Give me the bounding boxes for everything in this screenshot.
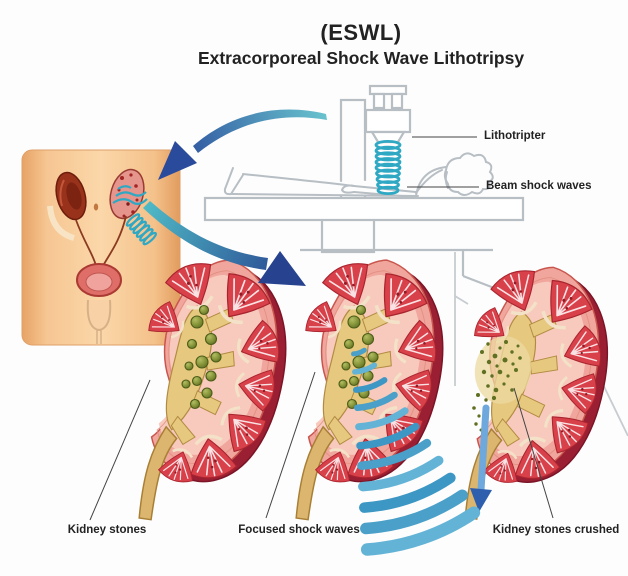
label-focused-shock-waves: Focused shock waves (238, 524, 360, 536)
arrow-table-to-torso-icon (158, 109, 327, 180)
page-subtitle: Extracorporeal Shock Wave Lithotripsy (197, 48, 525, 68)
page-title: (ESWL) (320, 20, 402, 45)
lithotripter-device (364, 84, 412, 144)
label-kidney-stones-crushed: Kidney stones crushed (492, 524, 620, 536)
arrow-torso-to-kidney-icon (143, 201, 306, 286)
torso-illustration (21, 149, 181, 346)
torso-right-kidney (47, 171, 87, 241)
label-beam-shock-waves: Beam shock waves (486, 180, 592, 192)
torso-left-kidney (109, 168, 145, 220)
navel (93, 203, 99, 211)
callout-leader-lines (407, 136, 479, 188)
kidney-stage-3-illustration (445, 257, 620, 534)
focused-shock-waves-fan (351, 347, 481, 556)
fragments-passing-arrow-icon (470, 404, 492, 512)
torso-shockwave-coil (112, 185, 157, 246)
treatment-table (203, 98, 525, 300)
stage-leader-lines (89, 371, 554, 521)
beam-shock-waves-coil (374, 139, 402, 195)
torso-ureters-bladder (75, 215, 127, 344)
label-kidney-stones: Kidney stones (67, 524, 147, 536)
label-lithotripter: Lithotripter (484, 130, 546, 142)
